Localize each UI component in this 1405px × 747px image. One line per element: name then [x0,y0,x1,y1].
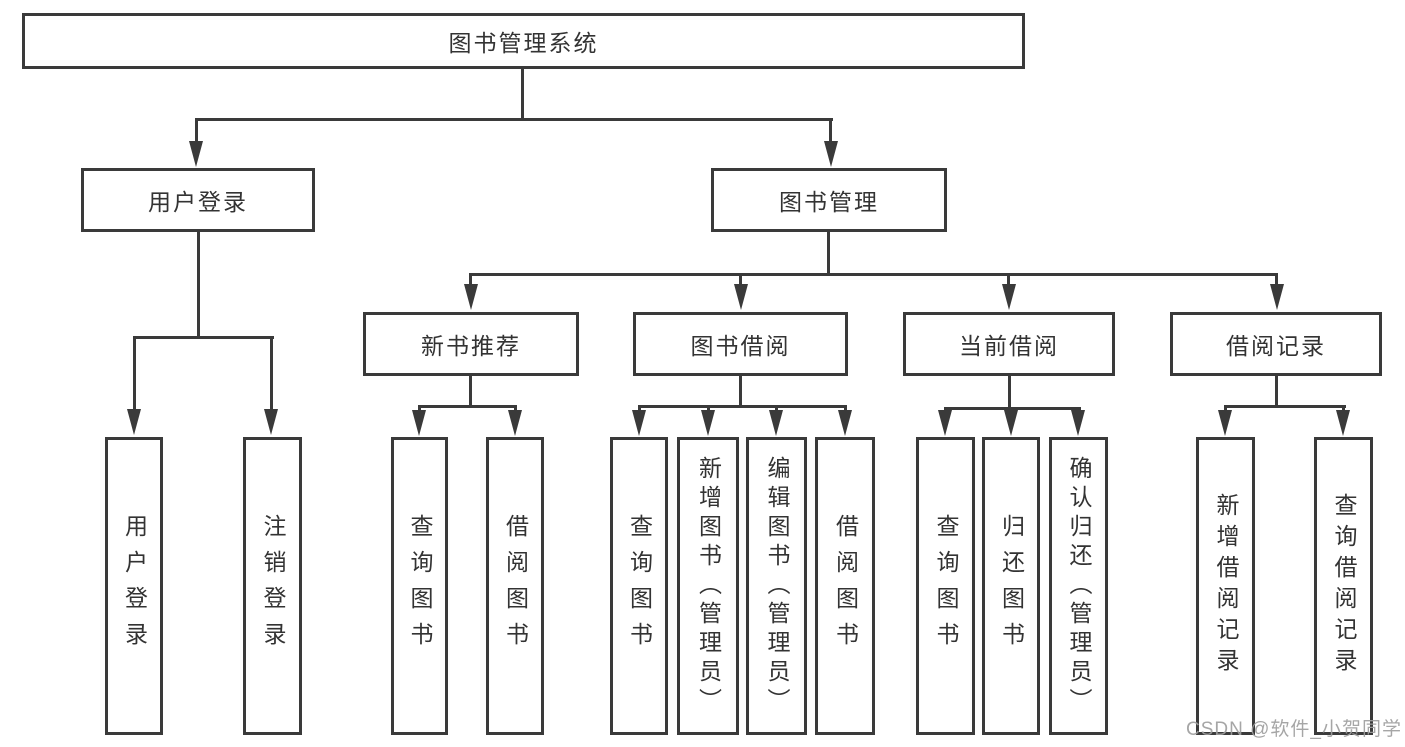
node-book-borrow: 图书借阅 [633,312,848,376]
connector-records-hline [1224,405,1346,408]
connector-level3-shaft-4 [1275,273,1278,286]
leaf-logout-label: 注销登录 [260,514,286,658]
node-borrow-records: 借阅记录 [1170,312,1382,376]
leaf-newbook-borrow-books-label: 借阅图书 [502,514,529,658]
node-user-login-label: 用户登录 [148,189,248,215]
connector-level2-left-shaft [195,118,198,143]
leaf-records-query-record-label: 查询借阅记录 [1331,493,1357,679]
leaf-newbook-query-books-label: 查询图书 [407,514,433,658]
connector-borrow-shaft-2 [707,405,710,413]
leaf-newbook-borrow-books: 借阅图书 [486,437,544,735]
leaf-user-login-label: 用户登录 [121,514,148,658]
connector-borrow-shaft-3 [775,405,778,413]
arrowhead-records-query [1336,410,1350,436]
node-book-management-label: 图书管理 [779,189,879,215]
arrowhead-borrow-query [632,410,646,436]
connector-login-hline [133,336,274,339]
leaf-current-confirm-return-admin: 确认归还（管理员） [1049,437,1108,735]
arrowhead-current-return [1004,410,1018,436]
leaf-borrow-add-books-admin-label: 新增图书（管理员） [695,455,722,717]
leaf-borrow-borrow-books-label: 借阅图书 [832,514,859,658]
arrowhead-current-query [938,410,952,436]
arrowhead-borrow-borrow [838,410,852,436]
connector-root-stub [521,66,524,118]
node-current-borrow: 当前借阅 [903,312,1115,376]
connector-newbook-stub [469,374,472,405]
arrowhead-records-add [1218,410,1232,436]
leaf-current-query-books-label: 查询图书 [933,514,959,658]
connector-login-stub [197,230,200,336]
connector-level3-hline [469,273,1278,276]
connector-borrow-hline [638,405,847,408]
leaf-current-return-books-label: 归还图书 [998,514,1025,658]
arrowhead-borrow-records [1270,284,1284,310]
connector-login-left-shaft [133,336,136,410]
arrowhead-user-login [189,141,203,167]
connector-level3-shaft-1 [469,273,472,286]
connector-records-shaft-2 [1342,405,1345,413]
connector-records-shaft-1 [1224,405,1227,413]
leaf-current-query-books: 查询图书 [916,437,975,735]
leaf-borrow-borrow-books: 借阅图书 [815,437,875,735]
node-current-borrow-label: 当前借阅 [959,333,1059,359]
arrowhead-current-borrow [1002,284,1016,310]
arrowhead-book-borrow [734,284,748,310]
leaf-borrow-add-books-admin: 新增图书（管理员） [677,437,739,735]
arrowhead-book-management [824,141,838,167]
connector-borrow-shaft-1 [638,405,641,413]
arrowhead-new-book-recommend [464,284,478,310]
node-root: 图书管理系统 [22,13,1025,69]
leaf-borrow-query-books: 查询图书 [610,437,668,735]
connector-newbook-shaft-1 [418,405,421,413]
node-new-book-recommend: 新书推荐 [363,312,579,376]
connector-level3-shaft-3 [1007,273,1010,286]
connector-level2-right-shaft [829,118,832,143]
leaf-records-add-record-label: 新增借阅记录 [1213,493,1239,679]
connector-newbook-hline [418,405,517,408]
connector-borrow-shaft-4 [844,405,847,413]
node-root-label: 图书管理系统 [448,30,599,56]
node-borrow-records-label: 借阅记录 [1226,333,1326,359]
connector-current-stub [1008,374,1011,407]
leaf-user-login: 用户登录 [105,437,163,735]
connector-borrow-stub [739,374,742,405]
leaf-logout: 注销登录 [243,437,302,735]
arrowhead-current-confirm [1071,410,1085,436]
arrowhead-borrow-add [701,410,715,436]
node-new-book-recommend-label: 新书推荐 [421,333,521,359]
connector-records-stub [1275,374,1278,405]
arrowhead-leaf-logout [264,409,278,435]
connector-level3-shaft-2 [739,273,742,286]
leaf-current-return-books: 归还图书 [982,437,1040,735]
leaf-records-add-record: 新增借阅记录 [1196,437,1255,735]
leaf-newbook-query-books: 查询图书 [391,437,448,735]
node-user-login: 用户登录 [81,168,315,232]
connector-level2-hline [195,118,833,121]
leaf-current-confirm-return-admin-label: 确认归还（管理员） [1066,455,1092,717]
leaf-borrow-edit-books-admin-label: 编辑图书（管理员） [764,455,790,717]
node-book-management: 图书管理 [711,168,947,232]
arrowhead-newbook-borrow [508,410,522,436]
connector-newbook-shaft-2 [514,405,517,413]
arrowhead-newbook-query [412,410,426,436]
csdn-watermark: CSDN @软件_小贺同学 [1186,719,1402,740]
arrowhead-borrow-edit [769,410,783,436]
leaf-borrow-edit-books-admin: 编辑图书（管理员） [746,437,807,735]
arrowhead-leaf-user-login [127,409,141,435]
leaf-borrow-query-books-label: 查询图书 [626,514,653,658]
connector-login-right-shaft [270,336,273,410]
node-book-borrow-label: 图书借阅 [690,333,791,359]
connector-bookmgmt-stub [827,230,830,273]
leaf-records-query-record: 查询借阅记录 [1314,437,1373,735]
